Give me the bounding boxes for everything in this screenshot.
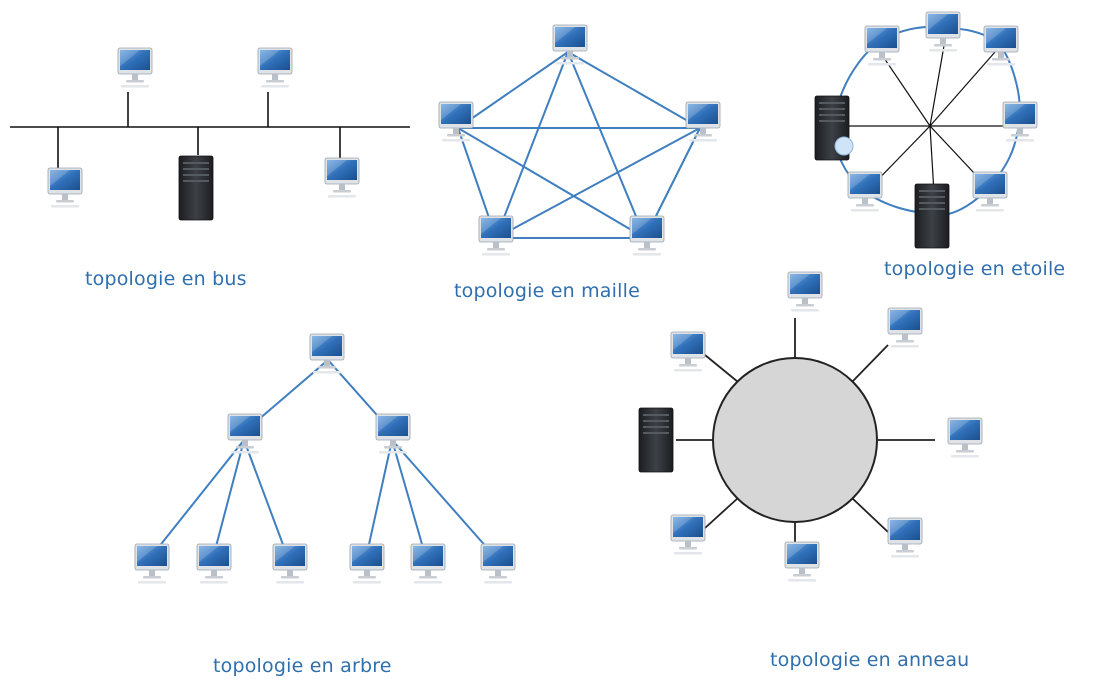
ring-computer-icon bbox=[670, 514, 706, 555]
star-server-icon bbox=[914, 183, 950, 249]
globe-icon bbox=[834, 136, 854, 156]
star-computer-icon bbox=[847, 171, 883, 212]
bus-computer-icon bbox=[117, 47, 153, 88]
star-topology bbox=[814, 11, 1038, 249]
caption-mesh: topologie en maille bbox=[454, 280, 640, 302]
star-computer-icon bbox=[1002, 101, 1038, 142]
tree-computer-icon bbox=[272, 543, 308, 584]
ring-computer-icon bbox=[887, 307, 923, 348]
mesh-computer-icon bbox=[478, 215, 514, 256]
ring-hub-circle bbox=[712, 357, 878, 523]
bus-computer-icon bbox=[47, 167, 83, 208]
ring-computer-icon bbox=[947, 417, 983, 458]
ring-computer-icon bbox=[670, 331, 706, 372]
mesh-computer-icon bbox=[629, 215, 665, 256]
ring-server-icon bbox=[638, 407, 674, 473]
bus-computer-icon bbox=[324, 157, 360, 198]
ring-computer-icon bbox=[784, 541, 820, 582]
caption-tree: topologie en arbre bbox=[213, 655, 392, 677]
tree-root-computer-icon bbox=[309, 333, 345, 374]
star-computer-icon bbox=[864, 25, 900, 66]
bus-server-icon bbox=[178, 155, 214, 221]
star-computer-icon bbox=[972, 171, 1008, 212]
mesh-computer-icon bbox=[685, 101, 721, 142]
bus-topology bbox=[10, 47, 410, 221]
caption-ring: topologie en anneau bbox=[770, 649, 970, 671]
bus-computer-icon bbox=[257, 47, 293, 88]
tree-computer-icon bbox=[410, 543, 446, 584]
caption-star: topologie en etoile bbox=[884, 258, 1066, 280]
ring-computer-icon bbox=[887, 517, 923, 558]
tree-computer-icon bbox=[227, 413, 263, 454]
caption-bus: topologie en bus bbox=[85, 268, 247, 290]
tree-computer-icon bbox=[134, 543, 170, 584]
mesh-topology bbox=[438, 24, 721, 256]
tree-topology bbox=[134, 333, 516, 584]
mesh-computer-icon bbox=[438, 101, 474, 142]
tree-computer-icon bbox=[375, 413, 411, 454]
tree-computer-icon bbox=[196, 543, 232, 584]
ring-topology bbox=[638, 271, 983, 582]
star-computer-icon bbox=[925, 11, 961, 52]
tree-computer-icon bbox=[349, 543, 385, 584]
tree-computer-icon bbox=[480, 543, 516, 584]
ring-computer-icon bbox=[787, 271, 823, 312]
